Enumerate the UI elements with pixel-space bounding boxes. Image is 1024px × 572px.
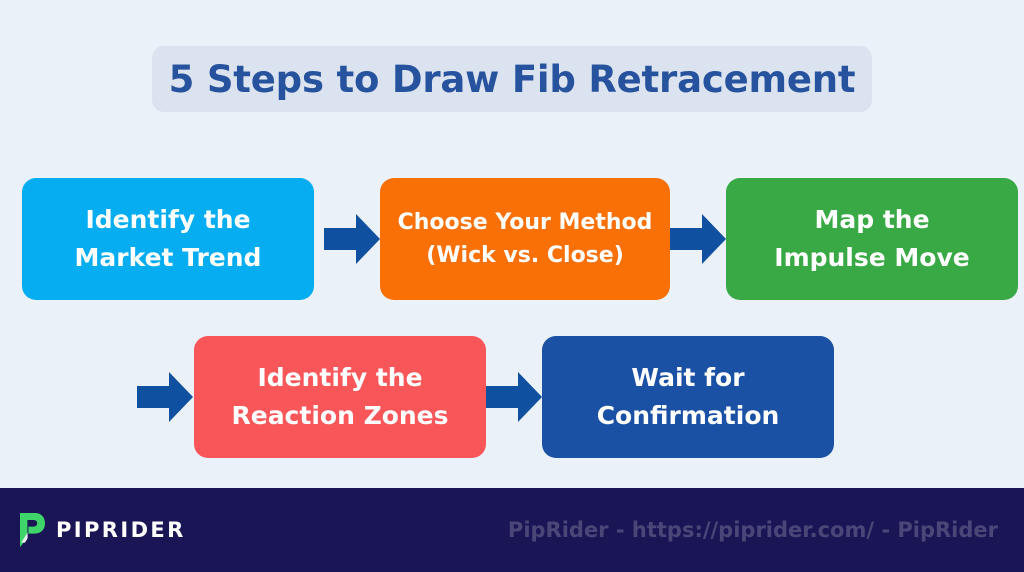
step-label-line1: Identify the: [85, 205, 251, 234]
piprider-p-mark-icon: [20, 513, 45, 547]
step-label-line2: Impulse Move: [774, 243, 970, 272]
brand-name: PIPRIDER: [56, 518, 186, 542]
step-label-line2: Reaction Zones: [231, 401, 449, 430]
step-label-line2: Market Trend: [74, 243, 262, 272]
step-label-line2: (Wick vs. Close): [426, 243, 624, 268]
step-label-line2: Confirmation: [596, 401, 780, 430]
footer-caption: PipRider - https://piprider.com/ - PipRi…: [507, 518, 998, 542]
brand-lockup: PIPRIDER: [16, 511, 186, 549]
step-choose-your-method[interactable]: Choose Your Method (Wick vs. Close): [380, 178, 670, 300]
step-label-line1: Map the: [814, 205, 930, 234]
step-identify-the-reaction-zones[interactable]: Identify the Reaction Zones: [194, 336, 486, 458]
page-title: 5 Steps to Draw Fib Retracement: [168, 57, 856, 101]
step-identify-the-market-trend[interactable]: Identify the Market Trend: [22, 178, 314, 300]
arrow-right-icon: [137, 372, 193, 422]
step-map-the-impulse-move[interactable]: Map the Impulse Move: [726, 178, 1018, 300]
footer-bar: PIPRIDER PipRider - https://piprider.com…: [0, 488, 1024, 572]
step-label-line1: Wait for: [631, 363, 745, 392]
title-banner: 5 Steps to Draw Fib Retracement: [152, 46, 872, 112]
arrow-right-icon: [324, 214, 380, 264]
step-label-line1: Identify the: [257, 363, 423, 392]
step-wait-for-confirmation[interactable]: Wait for Confirmation: [542, 336, 834, 458]
flow-row-1: Identify the Market Trend Choose Your Me…: [22, 178, 1018, 300]
arrow-right-icon: [670, 214, 726, 264]
arrow-right-icon: [486, 372, 542, 422]
flow-row-2: Identify the Reaction Zones Wait for Con…: [136, 336, 834, 458]
step-label-line1: Choose Your Method: [397, 209, 653, 235]
